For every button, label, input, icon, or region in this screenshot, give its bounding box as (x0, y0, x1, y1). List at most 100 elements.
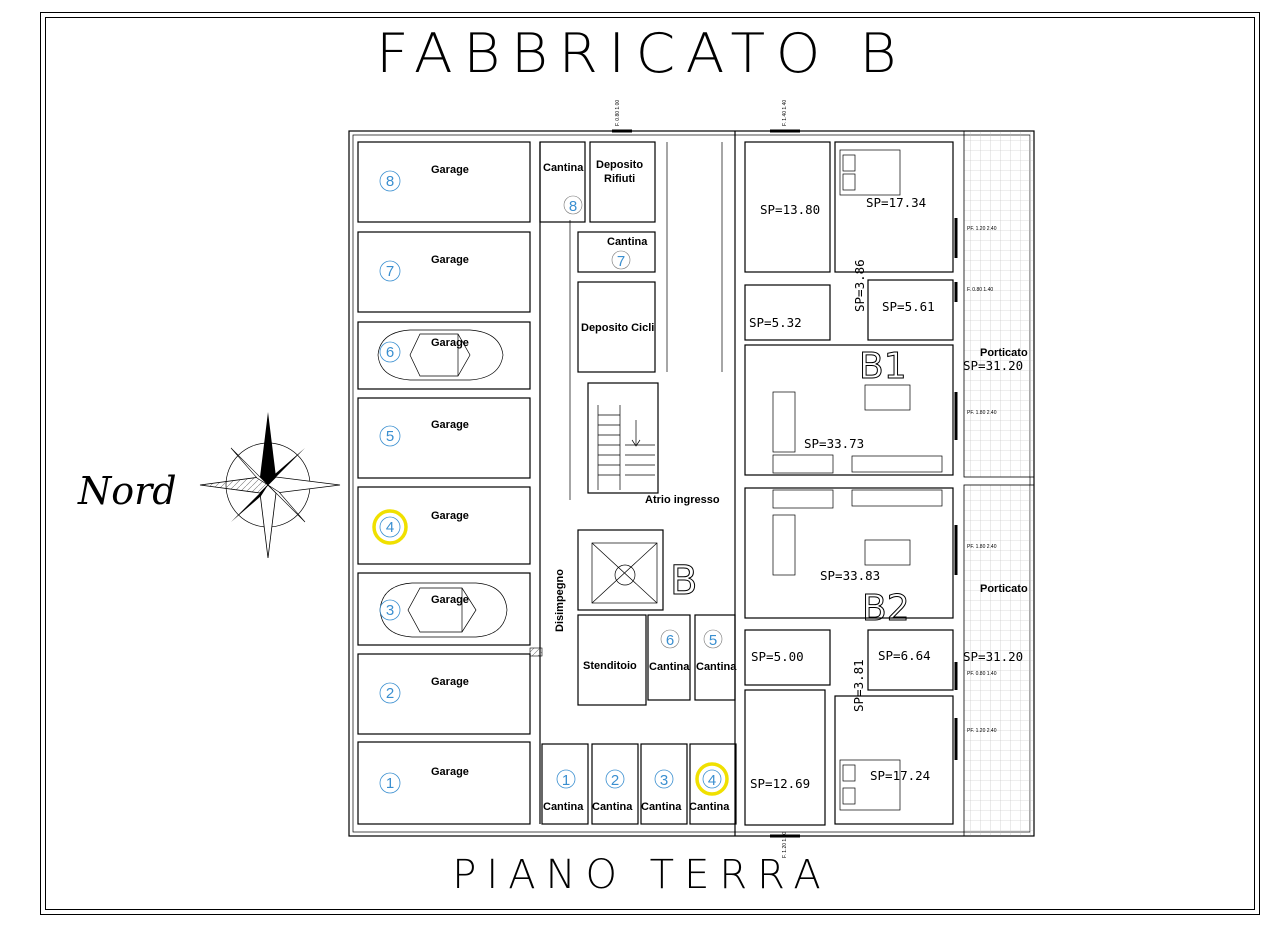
outer-frame (40, 12, 1260, 915)
deposito-rifiuti-label-2: Rifiuti (604, 173, 635, 185)
garage-number-circle (379, 260, 401, 282)
garage-number-circle (379, 425, 401, 447)
cantina-6-label: Cantina (649, 661, 690, 673)
cantina-number-circle (702, 769, 722, 789)
b2-area-1: SP=33.83 (820, 568, 880, 583)
garage-number: 3 (386, 602, 394, 619)
cantina-label: Cantina (641, 801, 682, 813)
cantina-number: 4 (708, 772, 716, 789)
garage-label: Garage (431, 766, 469, 778)
cantina-5-number: 5 (709, 632, 717, 649)
garage-label: Garage (431, 510, 469, 522)
window-tag-right-2: F. 0.80 1.40 (967, 287, 993, 293)
apartment-b1-walls (744, 141, 954, 476)
apartment-b1-name: B1 (859, 346, 907, 387)
highlight-ring (695, 762, 729, 796)
garage-number: 7 (386, 263, 394, 280)
apartment-b2-name: B2 (862, 588, 910, 629)
compass-label: Nord (77, 469, 177, 513)
cantina-label: Cantina (592, 801, 633, 813)
garage-label: Garage (431, 164, 469, 176)
garage-label: Garage (431, 337, 469, 349)
b2-area-4: SP=3.81 (851, 659, 866, 712)
drawing-title: FABBRICATO B (376, 22, 907, 85)
garage-number: 4 (386, 519, 394, 536)
garage-number-circle (379, 772, 401, 794)
porch-b2-tiles (963, 484, 1035, 837)
garage-number-circle (379, 516, 401, 538)
building-letter: B (670, 558, 697, 604)
b1-area-5: SP=5.61 (882, 299, 935, 314)
window-tag-right-6: PF. 1.20 2.40 (967, 728, 997, 734)
b1-porch-label: Porticato (980, 347, 1028, 359)
disimpegno-label: Disimpegno (554, 569, 566, 632)
garage-label: Garage (431, 254, 469, 266)
cantina-label: Cantina (689, 801, 730, 813)
apartment-b2-walls (744, 487, 954, 826)
b1-area-4: SP=5.32 (749, 315, 802, 330)
compass-rose-icon (199, 412, 341, 559)
cantina-number: 2 (611, 772, 619, 789)
highlight-ring (372, 509, 408, 545)
b1-area-3: SP=3.86 (852, 259, 867, 312)
building-outline (348, 130, 1035, 837)
window-tag-top-left: F. 0.80 1.00 (615, 100, 621, 126)
atrio-label: Atrio ingresso (645, 494, 720, 506)
window-tag-top-right: F. 1.40 1.40 (782, 100, 788, 126)
garage-number: 1 (386, 775, 394, 792)
cantina-label: Cantina (543, 801, 584, 813)
elevator-icon (591, 542, 658, 604)
cantina-8-label: Cantina (543, 162, 584, 174)
window-tag-bottom: F. 1.20 1.40 (782, 832, 788, 858)
car-icon (377, 329, 504, 381)
cantina-number-circle (605, 769, 625, 789)
cantina-number: 1 (562, 772, 570, 789)
cantina-8-number: 8 (569, 198, 577, 215)
cantina-6-number: 6 (666, 632, 674, 649)
porch-b1-tiles (963, 130, 1035, 478)
b2-porch-area: SP=31.20 (963, 649, 1023, 664)
deposito-cicli-label: Deposito Cicli (581, 322, 654, 334)
garage-number-circle (379, 341, 401, 363)
b2-porch-label: Porticato (980, 583, 1028, 595)
garage-number: 2 (386, 685, 394, 702)
garage-label: Garage (431, 594, 469, 606)
garage-number: 8 (386, 173, 394, 190)
garage-number: 5 (386, 428, 394, 445)
b2-area-3: SP=6.64 (878, 648, 931, 663)
garage-number-circle (379, 170, 401, 192)
garage-block (357, 141, 543, 825)
b2-area-5: SP=12.69 (750, 776, 810, 791)
floor-title: PIANO TERRA (452, 852, 831, 898)
garage-label: Garage (431, 419, 469, 431)
garage-number-circle (379, 599, 401, 621)
deposito-rifiuti-label-1: Deposito (596, 159, 643, 171)
cantina-7-number: 7 (617, 253, 625, 270)
stenditoio-label: Stenditoio (583, 660, 637, 672)
b1-area-2: SP=17.34 (866, 195, 926, 210)
staircase (597, 405, 655, 490)
bed-icon (839, 759, 901, 811)
b2-area-2: SP=5.00 (751, 649, 804, 664)
b1-area-6: SP=33.73 (804, 436, 864, 451)
bed-icon (839, 149, 901, 196)
window-tag-right-3: PF. 1.80 2.40 (967, 410, 997, 416)
window-tag-right-1: PF. 1.20 2.40 (967, 226, 997, 232)
b2-area-6: SP=17.24 (870, 768, 930, 783)
cantina-number-circle (654, 769, 674, 789)
cantina-number-circle (556, 769, 576, 789)
car-icon (379, 582, 508, 638)
garage-label: Garage (431, 676, 469, 688)
garage-number: 6 (386, 344, 394, 361)
window-tag-right-4: PF. 1.80 2.40 (967, 544, 997, 550)
b1-area-1: SP=13.80 (760, 202, 820, 217)
garage-number-circle (379, 682, 401, 704)
b1-porch-area: SP=31.20 (963, 358, 1023, 373)
cantina-7-label: Cantina (607, 236, 648, 248)
cantina-number: 3 (660, 772, 668, 789)
window-tag-right-5: PF. 0.80 1.40 (967, 671, 997, 677)
window-markers (612, 129, 958, 838)
cantina-5-label: Cantina (696, 661, 737, 673)
service-walls (539, 131, 737, 836)
